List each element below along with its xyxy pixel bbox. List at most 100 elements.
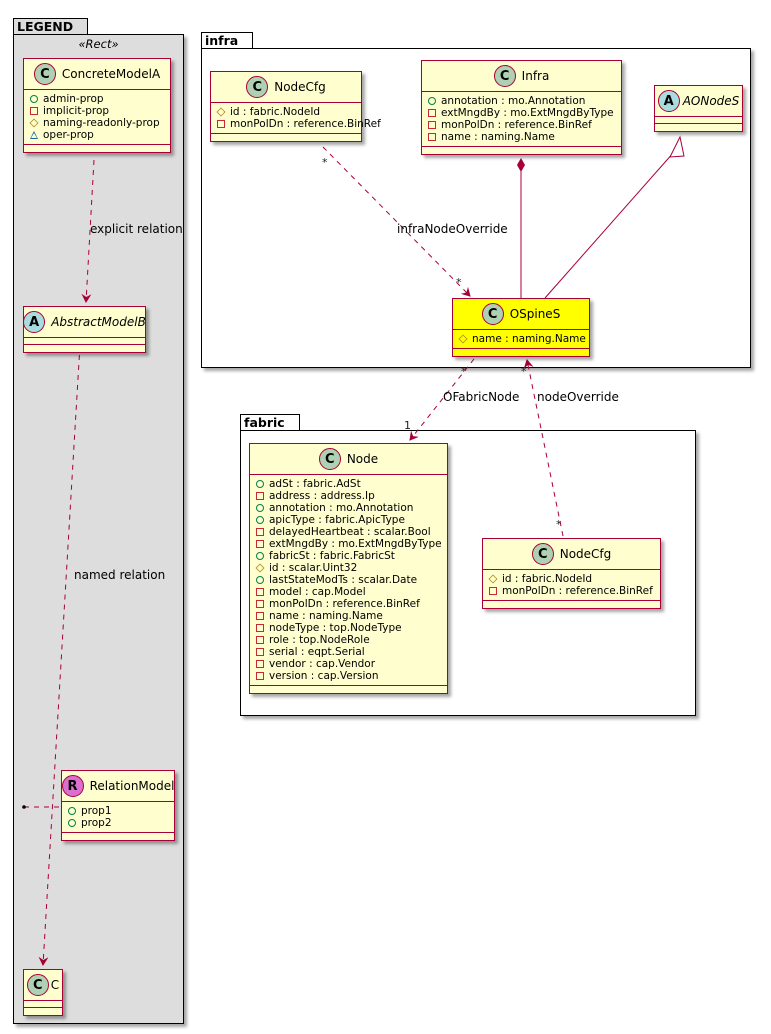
class-badge-icon: C [33, 63, 56, 85]
class-attribute: apicType : fabric.ApicType [256, 514, 441, 526]
private-visibility-icon [256, 600, 264, 608]
mult-infra-node-override-src: * [322, 156, 328, 169]
attribute-text: monPolDn : reference.BinRef [441, 119, 592, 131]
public-visibility-icon [256, 516, 264, 524]
class-attribute: role : top.NodeRole [256, 634, 441, 646]
attribute-text: id : fabric.NodeId [502, 573, 593, 585]
class-methods [24, 345, 145, 352]
class-methods [422, 147, 621, 154]
attribute-text: annotation : mo.Annotation [269, 502, 414, 514]
class-attribute: id : fabric.NodeId [488, 573, 654, 585]
attribute-text: apicType : fabric.ApicType [269, 514, 405, 526]
legend-package: LEGEND «Rect» [13, 18, 184, 1024]
attribute-text: prop2 [81, 817, 112, 829]
class-aonodes[interactable]: A AONodeS [654, 85, 743, 132]
private-visibility-icon [256, 624, 264, 632]
class-attribute: monPolDn : reference.BinRef [217, 118, 381, 130]
private-visibility-icon [256, 612, 264, 620]
protected-visibility-icon [29, 118, 39, 128]
attribute-text: role : top.NodeRole [269, 634, 370, 646]
class-header: C OSpineS [453, 299, 589, 330]
mult-ofabric-node-dst: 1 [404, 419, 411, 432]
class-attribute: annotation : mo.Annotation [428, 95, 615, 107]
class-attribute: prop1 [68, 805, 168, 817]
attribute-text: fabricSt : fabric.FabricSt [269, 550, 395, 562]
public-visibility-icon [256, 504, 264, 512]
class-name: RelationModel [89, 779, 175, 793]
class-name: OSpineS [509, 307, 561, 321]
class-methods [24, 1008, 62, 1015]
public-visibility-icon [68, 807, 76, 815]
class-attribute: extMngdBy : mo.ExtMngdByType [256, 538, 442, 550]
public-visibility-icon [428, 97, 436, 105]
class-attribute: fabricSt : fabric.FabricSt [256, 550, 441, 562]
class-name: ConcreteModelA [61, 67, 161, 81]
attribute-text: oper-prop [43, 129, 94, 141]
attribute-text: nodeType : top.NodeType [269, 622, 402, 634]
class-attribute: monPolDn : reference.BinRef [256, 598, 441, 610]
class-name: AbstractModelB [51, 315, 146, 329]
abstract-badge-icon: A [657, 90, 680, 112]
class-methods [62, 833, 174, 840]
class-attribute: name : naming.Name [256, 610, 441, 622]
class-ospines[interactable]: C OSpineS name : naming.Name [452, 298, 590, 357]
class-attribute: monPolDn : reference.BinRef [489, 585, 654, 597]
class-name: AONodeS [682, 94, 740, 108]
protected-visibility-icon [488, 574, 498, 584]
private-visibility-icon [256, 660, 264, 668]
attribute-text: model : cap.Model [269, 586, 366, 598]
private-visibility-icon [256, 636, 264, 644]
class-attribute: nodeType : top.NodeType [256, 622, 441, 634]
attribute-text: name : naming.Name [472, 333, 586, 345]
attribute-text: name : naming.Name [269, 610, 383, 622]
class-attribute: serial : eqpt.Serial [256, 646, 441, 658]
class-c[interactable]: C C [23, 969, 63, 1016]
mult-infra-node-override-dst: * [456, 276, 462, 289]
fabric-package-title: fabric [240, 414, 300, 431]
label-node-override: nodeOverride [537, 390, 619, 404]
protected-visibility-icon [255, 563, 265, 573]
class-attribute: model : cap.Model [256, 586, 441, 598]
class-header: C NodeCfg [483, 539, 660, 570]
class-attributes [24, 1001, 62, 1008]
class-badge-icon: C [246, 76, 269, 98]
class-attribute: prop2 [68, 817, 168, 829]
class-attribute: id : scalar.Uint32 [255, 562, 441, 574]
class-attribute: name : naming.Name [428, 131, 615, 143]
attribute-text: serial : eqpt.Serial [269, 646, 365, 658]
class-attribute: oper-prop [30, 129, 164, 141]
abstract-badge-icon: A [23, 311, 46, 333]
class-name: C [50, 978, 60, 992]
class-attribute: annotation : mo.Annotation [256, 502, 441, 514]
attribute-text: prop1 [81, 805, 112, 817]
public-visibility-icon [30, 95, 38, 103]
legend-stereotype: «Rect» [78, 37, 119, 51]
class-abstract-model-b[interactable]: A AbstractModelB [23, 306, 146, 353]
class-attribute: name : naming.Name [458, 333, 586, 345]
legend-package-body: «Rect» [13, 34, 184, 1024]
private-visibility-icon [217, 120, 225, 128]
attribute-text: monPolDn : reference.BinRef [230, 118, 381, 130]
private-visibility-icon [256, 648, 264, 656]
class-name: Node [346, 452, 379, 466]
attribute-text: lastStateModTs : scalar.Date [269, 574, 418, 586]
class-attribute: monPolDn : reference.BinRef [428, 119, 615, 131]
class-header: A AONodeS [655, 86, 742, 117]
class-attribute: implicit-prop [30, 105, 164, 117]
private-visibility-icon [256, 540, 264, 548]
class-attribute: delayedHeartbeat : scalar.Bool [256, 526, 441, 538]
protected-visibility-icon [216, 107, 226, 117]
attribute-text: address : address.Ip [269, 490, 375, 502]
class-methods [655, 124, 742, 131]
public-visibility-icon [68, 819, 76, 827]
class-attribute: adSt : fabric.AdSt [256, 478, 441, 490]
